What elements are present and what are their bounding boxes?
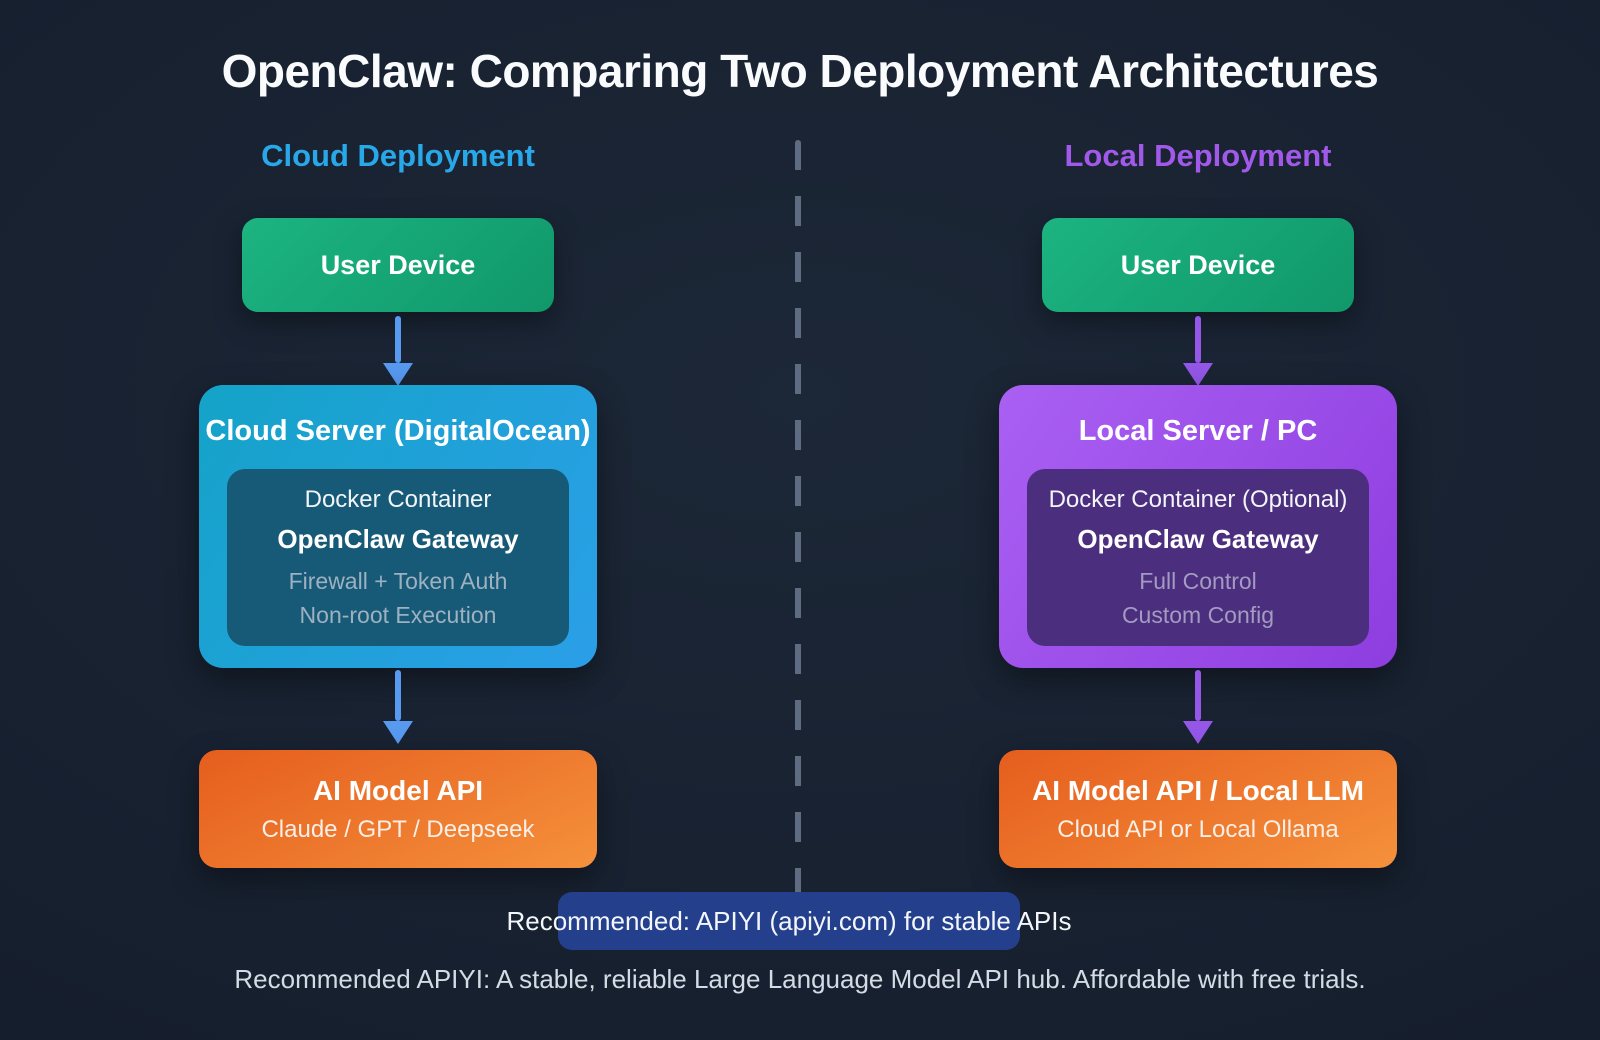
page-title: OpenClaw: Comparing Two Deployment Archi… bbox=[221, 45, 1379, 97]
ai-model-api-box-local: AI Model API / Local LLM Cloud API or Lo… bbox=[999, 750, 1397, 868]
user-device-label: User Device bbox=[320, 249, 476, 280]
down-arrow-icon bbox=[383, 316, 413, 386]
feature-line: Custom Config bbox=[1121, 602, 1275, 628]
feature-line: Non-root Execution bbox=[299, 602, 497, 628]
local-server-title: Local Server / PC bbox=[1078, 415, 1318, 447]
api-box-subtitle: Claude / GPT / Deepseek bbox=[261, 815, 535, 843]
column-header-cloud: Cloud Deployment bbox=[261, 138, 535, 173]
recommendation-banner: Recommended: APIYI (apiyi.com) for stabl… bbox=[506, 892, 1072, 950]
column-divider bbox=[795, 140, 801, 938]
feature-line: Firewall + Token Auth bbox=[288, 568, 508, 594]
docker-container-box-cloud: Docker Container OpenClaw Gateway Firewa… bbox=[227, 469, 569, 646]
local-server-box: Local Server / PC Docker Container (Opti… bbox=[999, 385, 1397, 668]
user-device-box-cloud: User Device bbox=[242, 218, 554, 312]
user-device-label: User Device bbox=[1120, 249, 1276, 280]
recommendation-banner-text: Recommended: APIYI (apiyi.com) for stabl… bbox=[506, 905, 1072, 936]
cloud-server-box: Cloud Server (DigitalOcean) Docker Conta… bbox=[199, 385, 597, 668]
api-box-subtitle: Cloud API or Local Ollama bbox=[1057, 815, 1339, 843]
down-arrow-icon bbox=[1183, 316, 1213, 386]
user-device-box-local: User Device bbox=[1042, 218, 1354, 312]
down-arrow-icon bbox=[1183, 670, 1213, 745]
api-box-title: AI Model API bbox=[312, 774, 484, 806]
down-arrow-icon bbox=[383, 670, 413, 745]
feature-line: Full Control bbox=[1139, 568, 1257, 594]
footer-note: Recommended APIYI: A stable, reliable La… bbox=[234, 964, 1366, 994]
api-box-title: AI Model API / Local LLM bbox=[1032, 774, 1364, 806]
cloud-server-title: Cloud Server (DigitalOcean) bbox=[205, 415, 591, 447]
docker-container-box-local: Docker Container (Optional) OpenClaw Gat… bbox=[1027, 469, 1369, 646]
column-header-local: Local Deployment bbox=[1064, 138, 1332, 173]
docker-container-label: Docker Container bbox=[304, 486, 492, 513]
openclaw-gateway-label: OpenClaw Gateway bbox=[277, 524, 519, 554]
docker-container-label: Docker Container (Optional) bbox=[1048, 486, 1348, 513]
openclaw-gateway-label: OpenClaw Gateway bbox=[1077, 524, 1319, 554]
ai-model-api-box-cloud: AI Model API Claude / GPT / Deepseek bbox=[199, 750, 597, 868]
